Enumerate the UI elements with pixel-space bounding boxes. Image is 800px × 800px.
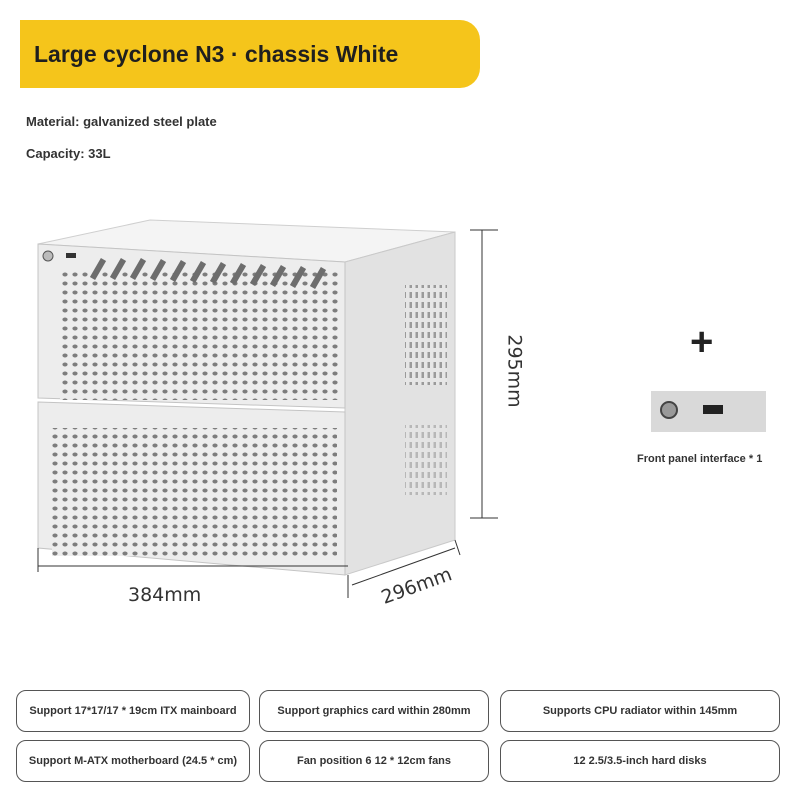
- width-dimension: 384mm: [128, 584, 202, 606]
- product-title: Large cyclone N3 · chassis White: [34, 41, 399, 67]
- front-panel-caption: Front panel interface * 1: [637, 453, 763, 465]
- feature-cpu-radiator: Supports CPU radiator within 145mm: [500, 690, 780, 732]
- feature-hard-disks: 12 2.5/3.5-inch hard disks: [500, 740, 780, 782]
- feature-graphics-card: Support graphics card within 280mm: [259, 690, 489, 732]
- capacity-spec: Capacity: 33L: [26, 146, 111, 161]
- feature-fan-position: Fan position 6 12 * 12cm fans: [259, 740, 489, 782]
- height-dimension: 295mm: [503, 334, 526, 408]
- material-spec: Material: galvanized steel plate: [26, 114, 217, 129]
- front-panel-image: [651, 391, 766, 432]
- feature-itx-mainboard: Support 17*17/17 * 19cm ITX mainboard: [16, 690, 250, 732]
- title-banner: [20, 20, 480, 88]
- front-panel-ports: [660, 401, 723, 419]
- feature-matx-motherboard: Support M-ATX motherboard (24.5 * cm): [16, 740, 250, 782]
- plus-icon: +: [690, 320, 714, 364]
